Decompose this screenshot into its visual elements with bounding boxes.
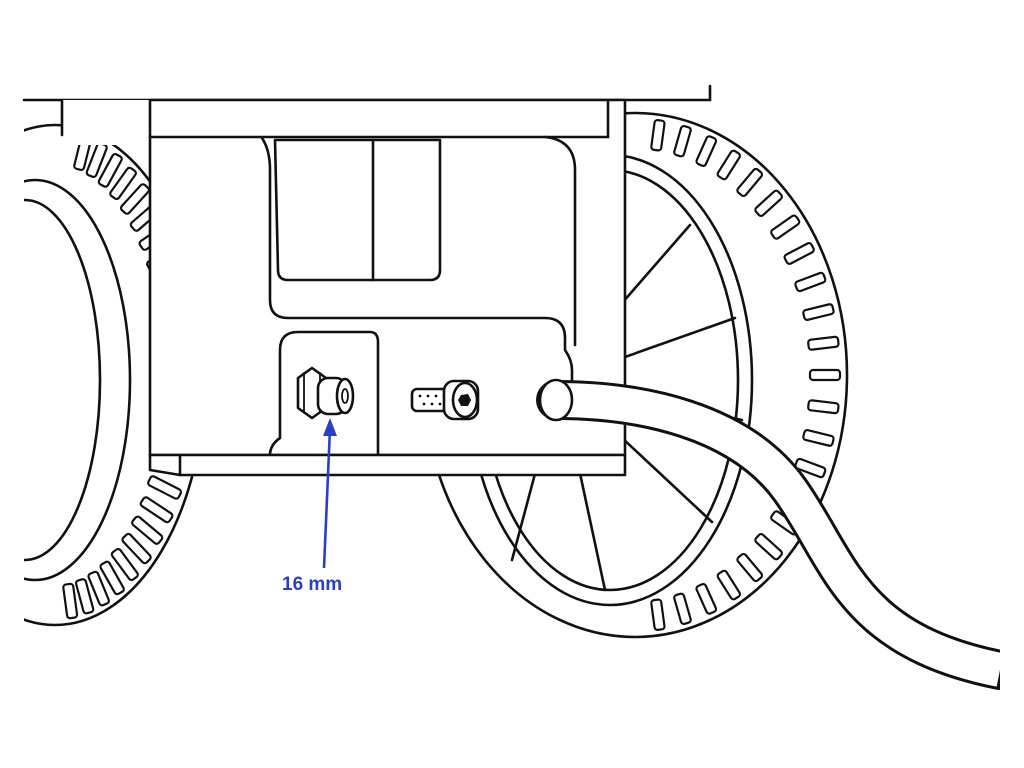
callout-arrow <box>322 418 337 569</box>
tread-block <box>673 124 692 158</box>
hex-fitting-icon <box>296 366 355 420</box>
tread-block <box>695 583 718 615</box>
tread-block <box>110 547 139 582</box>
tread-block <box>147 475 183 500</box>
tread-block <box>62 582 79 620</box>
tread-block <box>109 166 137 201</box>
tread-block <box>97 153 123 188</box>
socket-cap-bolt-icon <box>410 379 480 421</box>
hose-icon <box>536 378 1024 700</box>
tread-block <box>695 135 718 167</box>
tread-block <box>783 242 815 265</box>
tread-block <box>807 399 840 415</box>
tread-block <box>650 598 666 631</box>
callout-label: 16 mm <box>282 574 343 595</box>
tread-block <box>99 560 125 596</box>
tread-block <box>736 167 764 198</box>
tread-block <box>807 335 840 351</box>
tread-block <box>650 119 666 152</box>
tread-block <box>74 578 95 615</box>
tread-block <box>131 515 164 545</box>
tread-block <box>121 532 152 565</box>
tread-block <box>770 214 801 240</box>
tread-block <box>87 570 110 607</box>
tread-block <box>808 368 842 382</box>
tread-block <box>673 592 692 626</box>
tread-block <box>716 569 741 601</box>
tread-block <box>754 189 783 217</box>
tread-block <box>754 533 783 561</box>
tread-block <box>802 303 835 321</box>
tread-block <box>716 149 741 181</box>
tread-block <box>736 552 764 583</box>
tread-block <box>794 457 827 479</box>
tread-block <box>802 429 835 447</box>
tread-block <box>119 183 150 215</box>
tread-block <box>139 496 174 524</box>
frame <box>22 84 712 477</box>
tread-block <box>794 271 827 293</box>
